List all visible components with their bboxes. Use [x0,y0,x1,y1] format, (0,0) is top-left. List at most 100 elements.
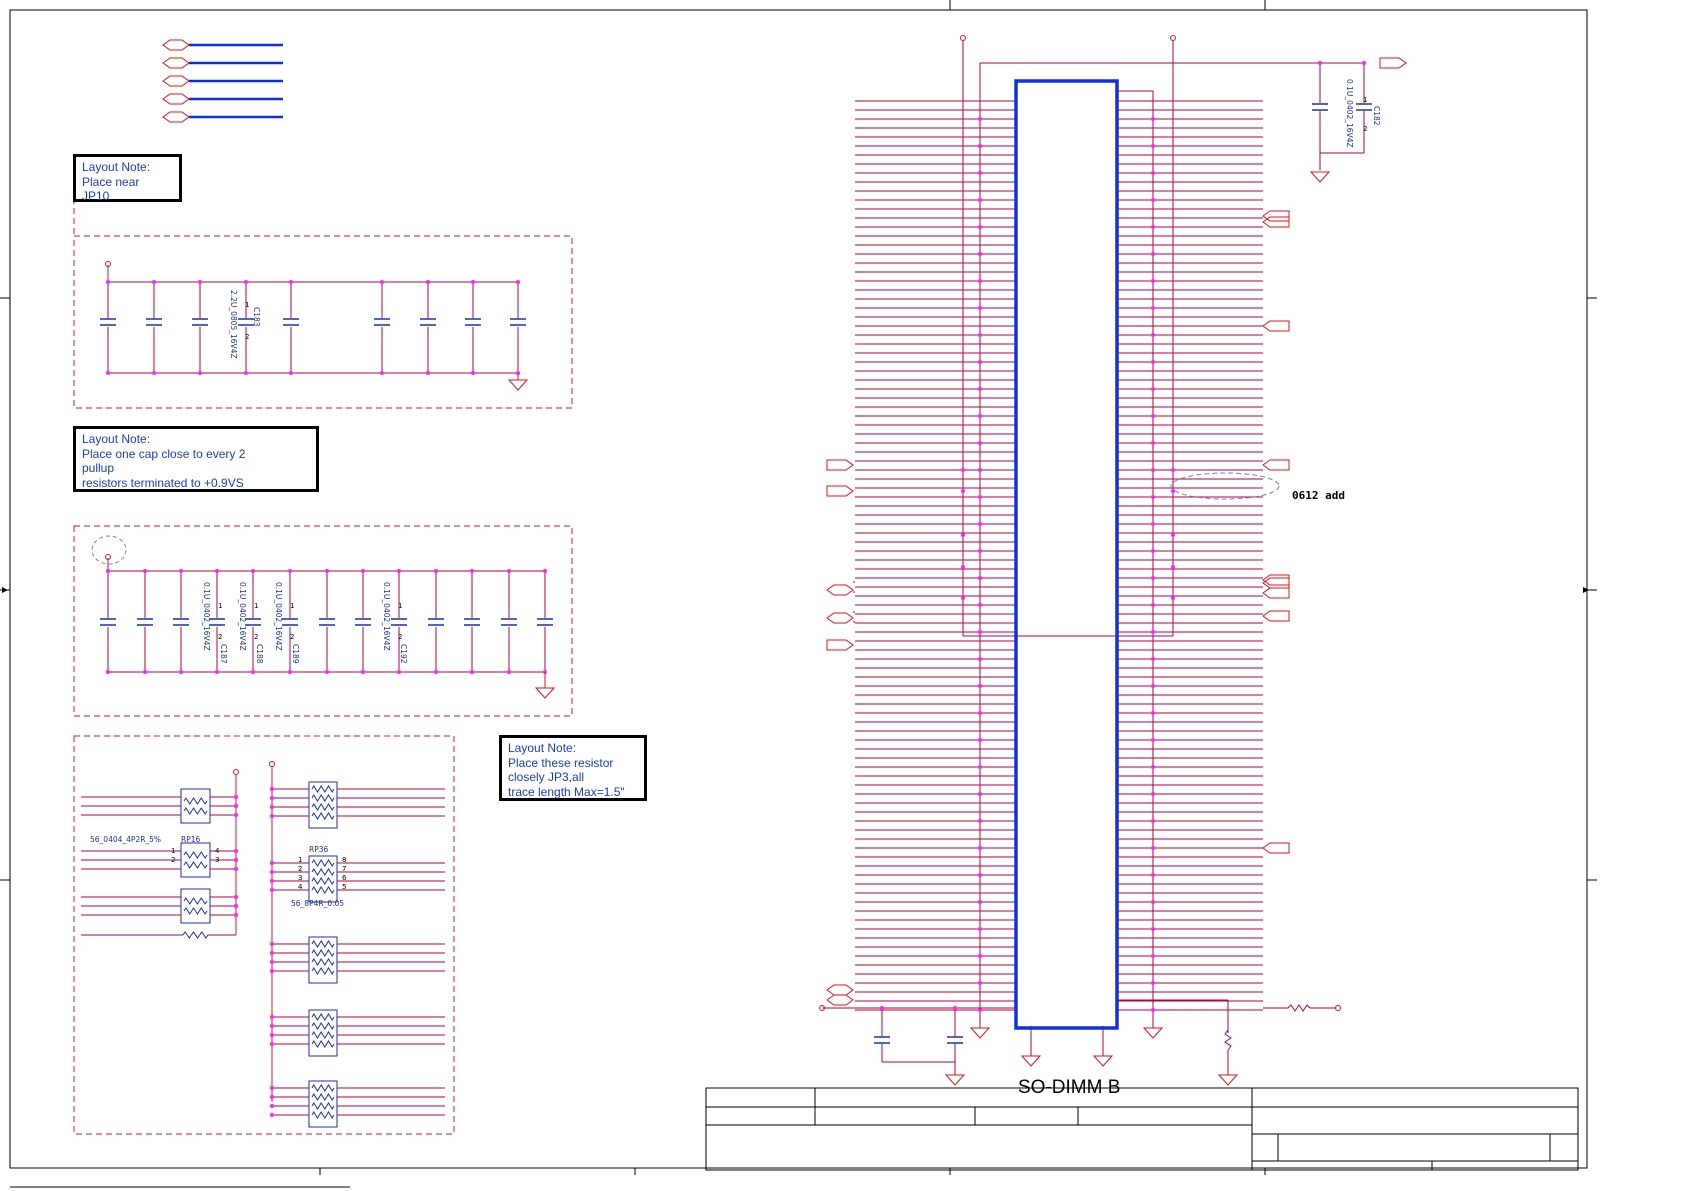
resistor-pack [308,781,338,829]
junction-dot [234,849,238,853]
resistor-zigzag [311,803,335,811]
junction-dot [1151,657,1155,661]
junction-dot [289,280,293,284]
junction-dot [270,787,274,791]
junction-dot [978,549,982,553]
junction-dot [1151,387,1155,391]
layout-note-2-line-1: Layout Note: [82,432,151,446]
ground-symbol [969,1027,991,1039]
junction-dot [270,879,274,883]
junction-dot [426,280,430,284]
junction-dot [270,1095,274,1099]
net-flag [826,984,854,996]
junction-dot [1151,738,1155,742]
resistor-pack [308,855,338,903]
dashed-group-boxes [73,178,573,1135]
net-terminal [1335,1005,1341,1011]
junction-dot [961,489,965,493]
resistor-zigzag [311,940,335,948]
layout-note-2: Layout Note: Place one cap close to ever… [73,426,319,492]
junction-dot [978,171,982,175]
frame-arrows [2,587,1589,593]
junction-dot [270,888,274,892]
junction-dot [1171,533,1175,537]
junction-dot [470,670,474,674]
junction-dot [143,569,147,573]
c183-pin1: 1 [245,301,249,309]
junction-dot [361,670,365,674]
ground-symbol [1020,1055,1042,1067]
net-flag [1379,57,1407,69]
junction-dot [1151,117,1155,121]
junction-dot [1151,198,1155,202]
ground-symbol [1142,1027,1164,1039]
resistor-zigzag [311,1111,335,1119]
junction-dot [143,670,147,674]
junction-dot [1151,279,1155,283]
resistor-zigzag [311,949,335,957]
net-flag [1262,587,1290,599]
junction-dot [1151,441,1155,445]
junction-dot [978,819,982,823]
junction-dot [1151,171,1155,175]
resistor-zigzag [311,1084,335,1092]
layout-note-2-line-4: resistors terminated to +0.9VS [82,475,244,490]
net-flag [1262,842,1290,854]
capacitor-group-2: 0.1U_0402_16V4Z C187 0.1U_0402_16V4Z C18… [91,535,556,699]
junction-dot [978,144,982,148]
junction-dot [470,569,474,573]
c192-pin2: 2 [398,633,402,641]
net-flag [162,75,190,87]
junction-dot [234,804,238,808]
c187-pin1: 1 [218,602,222,610]
junction-dot [978,954,982,958]
junction-dot [270,969,274,973]
layout-note-3-line-4: trace length Max=1.5" [508,784,625,799]
rp36-pin1: 1 [298,856,302,864]
junction-dot [1151,684,1155,688]
junction-dot [1151,522,1155,526]
resistor-horizontal [1287,1004,1311,1012]
net-flag [1262,210,1290,222]
junction-dot [234,813,238,817]
junction-dot [1171,468,1175,472]
resistor-pack [180,888,211,924]
junction-dot [1151,576,1155,580]
net-flag [826,639,854,651]
junction-dot [1151,711,1155,715]
resistor-zigzag [311,967,335,975]
add-note-label: 0612 add [1292,489,1345,502]
rp16-pin3: 3 [215,856,219,864]
junction-dot [288,569,292,573]
junction-dot [152,280,156,284]
junction-dot [106,280,110,284]
junction-dot [215,670,219,674]
junction-dot [1151,549,1155,553]
c187-ref-label: C187 [219,644,228,664]
junction-dot [471,280,475,284]
junction-dot [978,279,982,283]
c182-ref-label: C182 [1372,106,1381,126]
junction-dot [1171,565,1175,569]
junction-dot [978,981,982,985]
rp36-pin8: 8 [342,856,346,864]
junction-dot [1171,596,1175,600]
resistor-zigzag [311,1031,335,1039]
junction-dot [198,371,202,375]
junction-dot [1151,333,1155,337]
ground-symbol [1217,1074,1239,1086]
net-flags-top-left [162,39,283,123]
c188-value-label: 0.1U_0402_16V4Z [238,582,247,651]
junction-dot [270,1033,274,1037]
c192-value-label: 0.1U_0402_16V4Z [382,582,391,651]
junction-dot [106,670,110,674]
junction-dot [270,805,274,809]
resistor-zigzag [183,897,208,905]
c192-ref-label: C192 [399,644,408,664]
junction-dot [978,387,982,391]
rp36-pin6: 6 [342,874,347,882]
resistor-zigzag [183,807,208,815]
power-pin [960,35,966,41]
junction-dot [978,522,982,526]
